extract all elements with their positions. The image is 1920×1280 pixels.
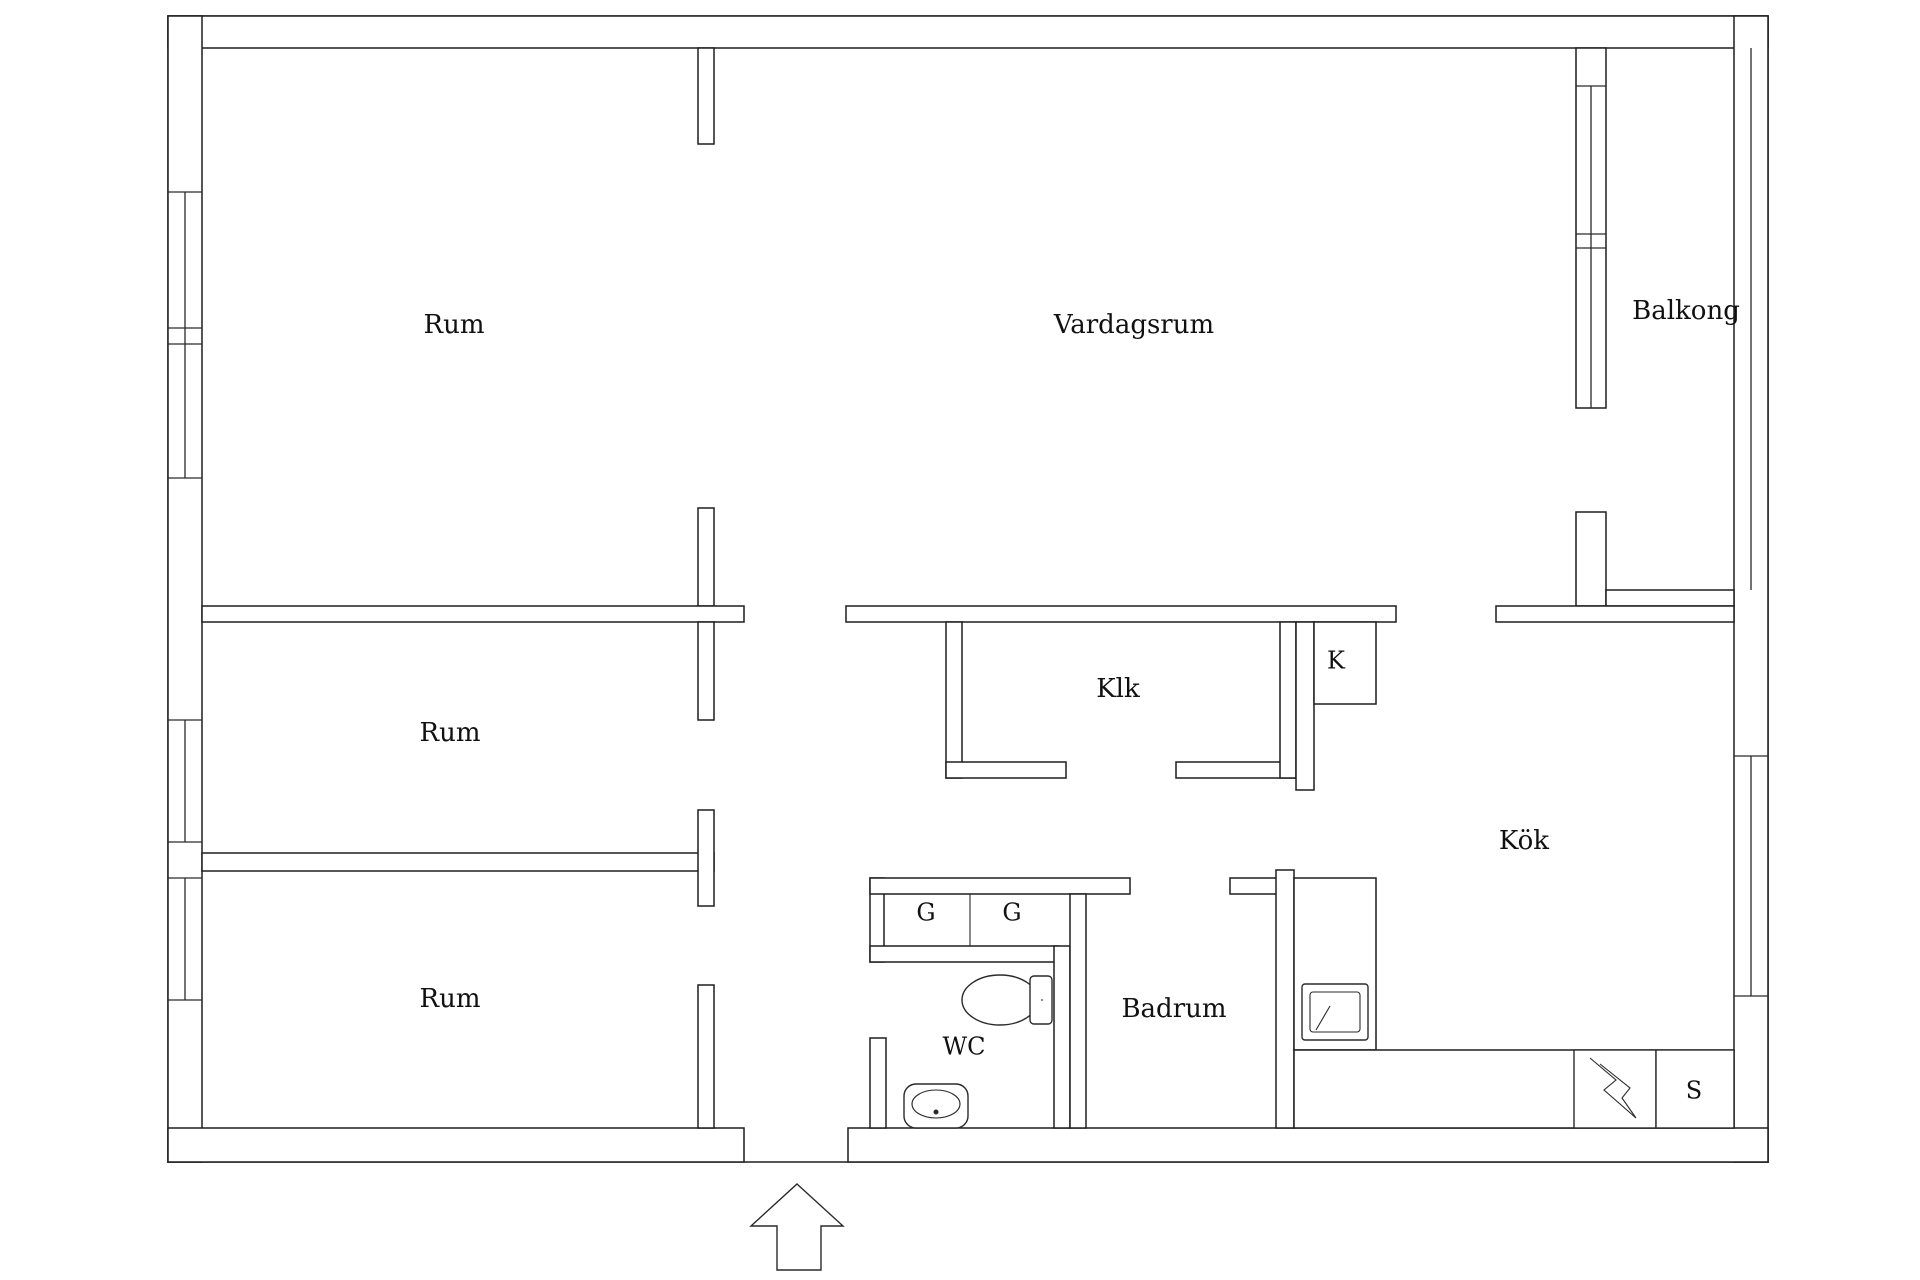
room-label-g-1: G [916,899,935,927]
room-label-kok: Kök [1499,826,1549,856]
room-label-vardagsrum: Vardagsrum [1053,310,1214,340]
room-label-k: K [1327,647,1346,675]
windows [168,48,1768,1001]
room-label-klk: Klk [1096,674,1140,704]
room-label-rum-1: Rum [424,310,485,340]
window-rum-3 [168,877,202,1001]
room-label-wc: WC [942,1033,985,1061]
window-balcony-door [1576,85,1606,408]
electrical-panel-icon [1573,1049,1657,1129]
kitchen-sink-icon [1301,983,1369,1041]
wc-sink-icon [903,1083,969,1129]
room-label-rum-3: Rum [420,984,481,1014]
room-label-badrum: Badrum [1121,994,1226,1024]
room-label-g-2: G [1002,899,1021,927]
toilet-icon [961,974,1053,1026]
room-labels: Rum Vardagsrum Balkong Rum Rum Klk K Kök… [420,296,1740,1105]
window-kitchen [1734,755,1768,997]
room-label-rum-2: Rum [420,718,481,748]
entrance-arrow-icon [749,1183,845,1271]
storage-s-box [1655,1049,1735,1129]
window-rum-2 [168,719,202,843]
window-rum-1 [168,191,202,479]
room-label-s: S [1686,1077,1702,1105]
room-label-balkong: Balkong [1632,296,1740,326]
